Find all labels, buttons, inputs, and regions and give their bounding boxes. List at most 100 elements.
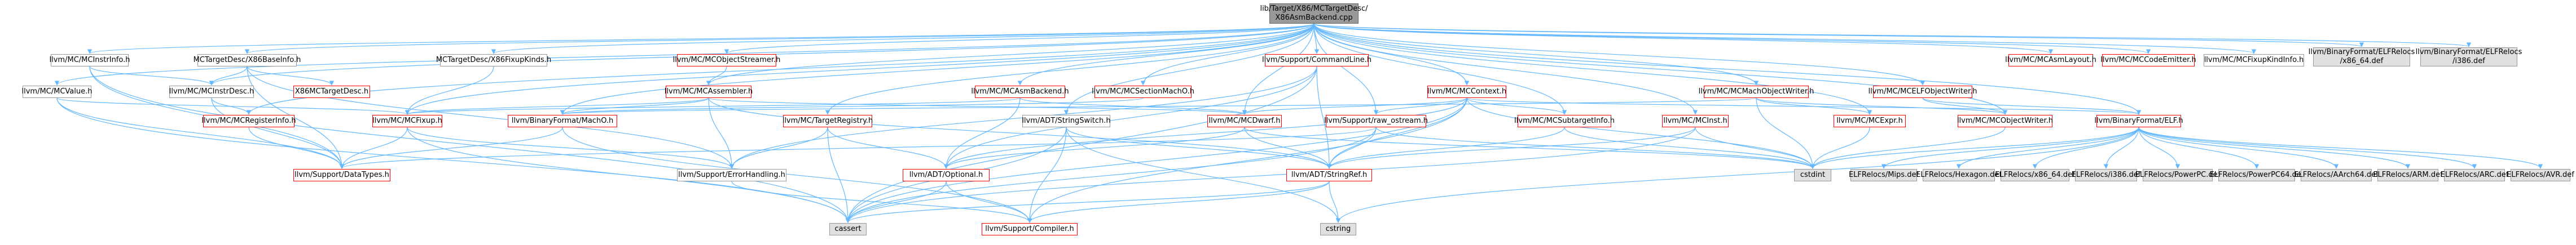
node-elfrelocs-arc[interactable]: ELFRelocs/ARC.def (2441, 169, 2508, 181)
edge-mcinstrdesc-to-mcregisterinfo (211, 97, 252, 115)
edge-root-to-mcexpr (1313, 23, 1872, 115)
edge-mcobjectwriter-to-cstdint (1810, 127, 2006, 169)
node-label: llvm/MC/MCMachObjectWriter.h (1698, 87, 1814, 96)
node-label: llvm/MC/MCObjectStreamer.h (672, 56, 781, 64)
node-label: llvm/Support/DataTypes.h (294, 171, 389, 179)
node-mcinst[interactable]: llvm/MC/MCInst.h (1662, 115, 1729, 127)
node-mccodeemitter[interactable]: llvm/MC/MCCodeEmitter.h (2100, 54, 2196, 66)
node-mcassembler[interactable]: llvm/MC/MCAssembler.h (665, 86, 753, 98)
edge-mctargetregistry-to-cassert (827, 127, 851, 223)
node-elfrelocs-avr[interactable]: ELFRelocs/AVR.def (2507, 169, 2574, 181)
node-support-datatypes[interactable]: llvm/Support/DataTypes.h (293, 169, 390, 181)
edge-root-to-mccodeemitter (1313, 23, 2151, 54)
node-elfrelocs-powerpc64[interactable]: ELFRelocs/PowerPC64.def (2210, 169, 2304, 181)
node-mcfixup[interactable]: llvm/MC/MCFixup.h (372, 115, 442, 127)
node-label: X86MCTargetDesc.h (294, 87, 369, 96)
node-adt-stringref[interactable]: llvm/ADT/StringRef.h (1286, 169, 1372, 181)
node-mcdwarf[interactable]: llvm/MC/MCDwarf.h (1207, 115, 1282, 127)
edge-root-to-mcinst (1313, 23, 1698, 115)
node-x86fixupkinds[interactable]: MCTargetDesc/X86FixupKinds.h (436, 54, 551, 66)
node-root[interactable]: lib/Target/X86/MCTargetDesc/ X86AsmBacke… (1260, 3, 1368, 24)
node-label: llvm/BinaryFormat/ELFRelocs /x86_64.def (2308, 48, 2415, 65)
node-mcinstrdesc[interactable]: llvm/MC/MCInstrDesc.h (169, 86, 254, 98)
edge-mctargetregistry-to-support_errorhandling (729, 127, 828, 169)
node-mcsubtargetinfo[interactable]: llvm/MC/MCSubtargetInfo.h (1514, 115, 1615, 127)
edge-binaryformat_elf-to-elfrelocs_mips (1881, 127, 2139, 169)
edge-binaryformat_elf-to-elfrelocs_aarch64 (2138, 127, 2339, 169)
edge-mcvalue-to-cassert (56, 97, 851, 223)
edge-root-to-mcinstrinfo (87, 23, 1315, 54)
node-label: llvm/MC/MCInstrInfo.h (49, 56, 130, 64)
node-support-raw-ostream[interactable]: llvm/Support/raw_ostream.h (1324, 115, 1428, 127)
node-adt-optional[interactable]: llvm/ADT/Optional.h (903, 169, 990, 181)
node-mcexpr[interactable]: llvm/MC/MCExpr.h (1834, 115, 1906, 127)
edge-support_errorhandling-to-support_compiler (731, 181, 1032, 223)
node-label: ELFRelocs/Hexagon.def (1916, 171, 2002, 179)
node-label: ELFRelocs/PowerPC64.def (2209, 171, 2304, 179)
edge-binaryformat_elf-to-elfrelocs_hexagon (1956, 127, 2139, 169)
node-elfrelocs-i386-top[interactable]: llvm/BinaryFormat/ELFRelocs /i386.def (2416, 47, 2522, 66)
node-label: llvm/MC/MCValue.h (21, 87, 93, 96)
edge-mcmachobjectwriter-to-mcobjectwriter (1756, 97, 2007, 115)
edge-mcasmbackend-to-adt_optional (943, 97, 1021, 169)
edge-mcdwarf-to-cstdint (1244, 127, 1815, 169)
edge-mcelfobjectwriter-to-mcobjectwriter (1922, 97, 2008, 115)
node-mcinstrinfo[interactable]: llvm/MC/MCInstrInfo.h (49, 54, 130, 66)
node-mcasmlayout[interactable]: llvm/MC/MCAsmLayout.h (2005, 54, 2096, 66)
edge-mccontext-to-mcsubtargetinfo (1466, 97, 1567, 115)
edge-mcinst-to-cassert (845, 127, 1696, 223)
edge-mctargetregistry-to-adt_optional (827, 127, 949, 169)
node-elfrelocs-i386[interactable]: ELFRelocs/i386.def (2072, 169, 2140, 181)
edge-x86fixupkinds-to-mcfixup (405, 66, 494, 115)
node-label: llvm/MC/MCSubtargetInfo.h (1514, 117, 1615, 125)
edge-mcinstrinfo-to-cassert (89, 66, 851, 223)
node-mcobjectwriter[interactable]: llvm/MC/MCObjectWriter.h (1957, 115, 2054, 127)
node-label: llvm/Support/Compiler.h (985, 225, 1074, 233)
node-label: llvm/MC/MCAsmLayout.h (2005, 56, 2096, 64)
edge-mcassembler-to-binaryformat_macho (560, 97, 709, 115)
node-elfrelocs-arm[interactable]: ELFRelocs/ARM.def (2373, 169, 2443, 181)
edge-root-to-binaryformat_elf (1313, 23, 2142, 115)
node-label: llvm/ADT/Optional.h (909, 171, 983, 179)
node-cassert[interactable]: cassert (829, 223, 867, 235)
node-label: lib/Target/X86/MCTargetDesc/ X86AsmBacke… (1260, 5, 1368, 22)
edge-mccontext-to-support_compiler (1027, 97, 1467, 223)
node-mcregisterinfo[interactable]: llvm/MC/MCRegisterInfo.h (201, 115, 296, 127)
node-mcobjectstreamer[interactable]: llvm/MC/MCObjectStreamer.h (673, 54, 780, 66)
node-mctargetregistry[interactable]: llvm/MC/TargetRegistry.h (782, 115, 873, 127)
node-cstring[interactable]: cstring (1320, 223, 1356, 235)
node-mccontext[interactable]: llvm/MC/MCContext.h (1427, 86, 1506, 98)
edge-x86baseinfo-to-mcinstrdesc (209, 66, 248, 86)
node-mcasmbackend[interactable]: llvm/MC/MCAsmBackend.h (971, 86, 1069, 98)
node-label: llvm/MC/MCContext.h (1427, 87, 1507, 96)
edge-root-to-mcasmlayout (1313, 23, 2053, 54)
node-support-commandline[interactable]: llvm/Support/CommandLine.h (1262, 54, 1371, 66)
node-elfrelocs-x86-64-top[interactable]: llvm/BinaryFormat/ELFRelocs /x86_64.def (2309, 47, 2415, 66)
node-mcelfobjectwriter[interactable]: llvm/MC/MCELFObjectWriter.h (1868, 86, 1977, 98)
node-elfrelocs-aarch64[interactable]: ELFRelocs/AArch64.def (2294, 169, 2379, 181)
node-mcsectionmacho[interactable]: llvm/MC/MCSectionMachO.h (1092, 86, 1194, 98)
node-adt-stringswitch[interactable]: llvm/ADT/StringSwitch.h (1022, 115, 1111, 127)
node-x86baseinfo[interactable]: MCTargetDesc/X86BaseInfo.h (194, 54, 301, 66)
node-support-errorhandling[interactable]: llvm/Support/ErrorHandling.h (677, 169, 786, 181)
node-binaryformat-macho[interactable]: llvm/BinaryFormat/MachO.h (508, 115, 617, 127)
node-elfrelocs-mips[interactable]: ELFRelocs/Mips.def (1849, 169, 1919, 181)
edge-binaryformat_elf-to-elfrelocs_x86_64 (2032, 127, 2139, 169)
node-binaryformat-elf[interactable]: llvm/BinaryFormat/ELF.h (2094, 115, 2183, 127)
node-support-compiler[interactable]: llvm/Support/Compiler.h (982, 223, 1078, 235)
node-elfrelocs-powerpc[interactable]: ELFRelocs/PowerPC.def (2135, 169, 2220, 181)
node-label: llvm/MC/MCObjectWriter.h (1957, 117, 2054, 125)
edge-support_raw_ostream-to-cstdint (1375, 127, 1815, 169)
edge-root-to-elfrelocs_i386_top (1313, 23, 2471, 47)
node-mcfixupkindinfo[interactable]: llvm/MC/MCFixupKindInfo.h (2204, 54, 2304, 66)
node-label: llvm/MC/TargetRegistry.h (782, 117, 873, 125)
node-elfrelocs-x86-64[interactable]: ELFRelocs/x86_64.def (1995, 169, 2075, 181)
edge-adt_optional-to-cassert (845, 181, 947, 223)
node-elfrelocs-hexagon[interactable]: ELFRelocs/Hexagon.def (1916, 169, 2002, 181)
node-x86mctargetdesc[interactable]: X86MCTargetDesc.h (293, 86, 370, 98)
node-mcvalue[interactable]: llvm/MC/MCValue.h (21, 86, 93, 98)
node-cstdint[interactable]: cstdint (1794, 169, 1831, 181)
node-label: MCTargetDesc/X86FixupKinds.h (436, 56, 552, 64)
node-mcmachobjectwriter[interactable]: llvm/MC/MCMachObjectWriter.h (1699, 86, 1814, 98)
edge-binaryformat_macho-to-support_compiler (562, 127, 1032, 223)
